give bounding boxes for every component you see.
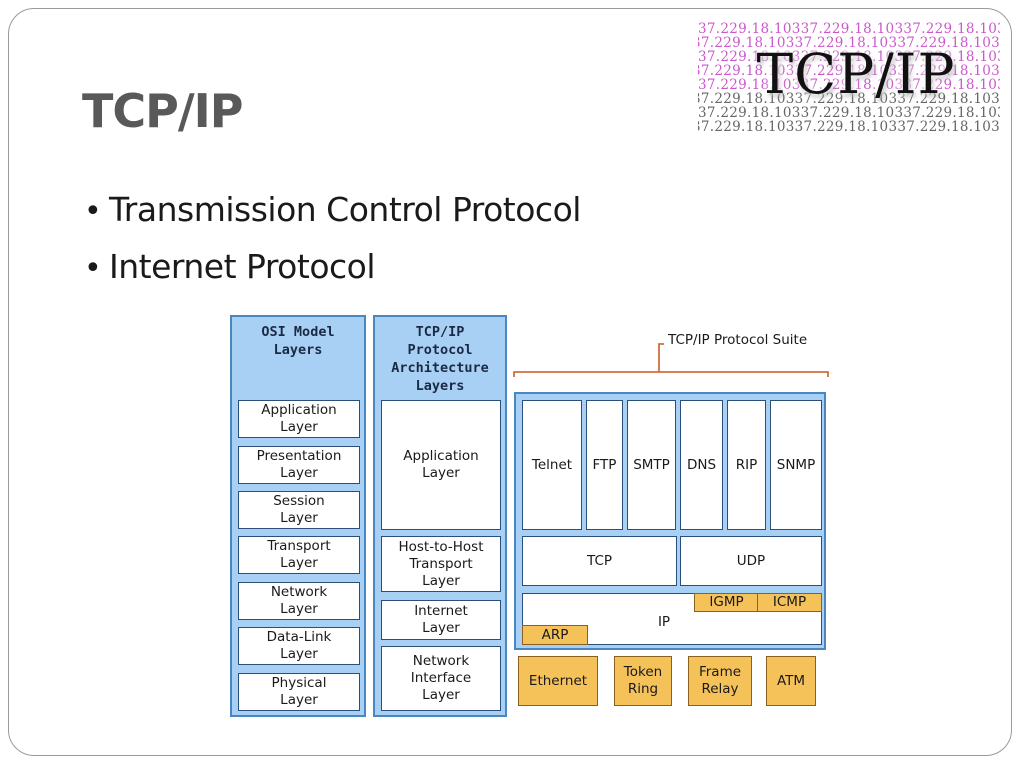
- protocol-telnet: Telnet: [522, 400, 582, 530]
- logo-pattern-row: 37.229.18.10337.229.18.10337.229.18.1033…: [698, 77, 1000, 93]
- tcpip-layer-internet: Internet Layer: [381, 600, 501, 640]
- osi-layer-network: Network Layer: [238, 582, 360, 620]
- logo-pattern-row: 37.229.18.10337.229.18.10337.229.18.1033…: [698, 119, 1000, 135]
- protocol-smtp: SMTP: [627, 400, 676, 530]
- osi-layer-physical: Physical Layer: [238, 673, 360, 711]
- logo-pattern-row: 37.229.18.10337.229.18.10337.229.18.1033…: [698, 91, 1000, 107]
- bullet-text: Internet Protocol: [109, 247, 376, 286]
- bullet-list: •Transmission Control Protocol •Internet…: [84, 186, 581, 300]
- protocol-suite-frame: Telnet FTP SMTP DNS RIP SNMP TCP UDP IP …: [514, 392, 826, 650]
- protocol-ethernet: Ethernet: [518, 656, 598, 706]
- protocol-icmp: ICMP: [757, 593, 822, 612]
- osi-model-header: OSI Model Layers: [261, 324, 335, 358]
- suite-label: TCP/IP Protocol Suite: [668, 332, 808, 348]
- tcpip-layer-host-to-host: Host-to-Host Transport Layer: [381, 536, 501, 592]
- protocol-rip: RIP: [727, 400, 766, 530]
- protocol-tcp: TCP: [522, 536, 677, 586]
- osi-layer-presentation: Presentation Layer: [238, 446, 360, 484]
- logo-pattern-row: 37.229.18.10337.229.18.10337.229.18.1033…: [698, 63, 1000, 79]
- bullet-text: Transmission Control Protocol: [109, 190, 581, 229]
- bullet-dot-icon: •: [84, 194, 102, 229]
- logo-pattern-row: 37.229.18.10337.229.18.10337.229.18.1033…: [698, 35, 1000, 51]
- protocol-ftp: FTP: [586, 400, 623, 530]
- tcpip-architecture-header: TCP/IP Protocol Architecture Layers: [391, 324, 489, 394]
- osi-model-column: OSI Model Layers Application Layer Prese…: [230, 315, 366, 717]
- suite-bracket: [513, 343, 829, 377]
- bullet-item: •Internet Protocol: [84, 243, 581, 300]
- bullet-item: •Transmission Control Protocol: [84, 186, 581, 243]
- logo-pattern-row: 37.229.18.10337.229.18.10337.229.18.1033…: [698, 22, 1000, 37]
- protocol-snmp: SNMP: [770, 400, 822, 530]
- protocol-udp: UDP: [680, 536, 822, 586]
- tcpip-layer-network-interface: Network Interface Layer: [381, 646, 501, 711]
- osi-layer-transport: Transport Layer: [238, 536, 360, 574]
- tcpip-diagram: OSI Model Layers Application Layer Prese…: [230, 315, 840, 719]
- bullet-dot-icon: •: [84, 251, 102, 286]
- logo-pattern-row: 37.229.18.10337.229.18.10337.229.18.1033…: [698, 105, 1000, 121]
- protocol-arp: ARP: [522, 625, 588, 645]
- protocol-token-ring: Token Ring: [614, 656, 672, 706]
- tcpip-logo: 37.229.18.10337.229.18.10337.229.18.1033…: [698, 22, 1000, 138]
- protocol-frame-relay: Frame Relay: [688, 656, 752, 706]
- protocol-ip: IP: [657, 613, 671, 630]
- slide-title: TCP/IP: [82, 84, 243, 138]
- osi-layer-session: Session Layer: [238, 491, 360, 529]
- protocol-dns: DNS: [680, 400, 723, 530]
- osi-layer-application: Application Layer: [238, 400, 360, 438]
- logo-text: TCP/IP: [756, 42, 956, 106]
- protocol-igmp: IGMP: [694, 593, 759, 612]
- protocol-atm: ATM: [766, 656, 816, 706]
- logo-pattern-row: 37.229.18.10337.229.18.10337.229.18.1033…: [698, 49, 1000, 65]
- tcpip-layer-application: Application Layer: [381, 400, 501, 530]
- osi-layer-data-link: Data-Link Layer: [238, 627, 360, 665]
- tcpip-architecture-column: TCP/IP Protocol Architecture Layers Appl…: [373, 315, 507, 717]
